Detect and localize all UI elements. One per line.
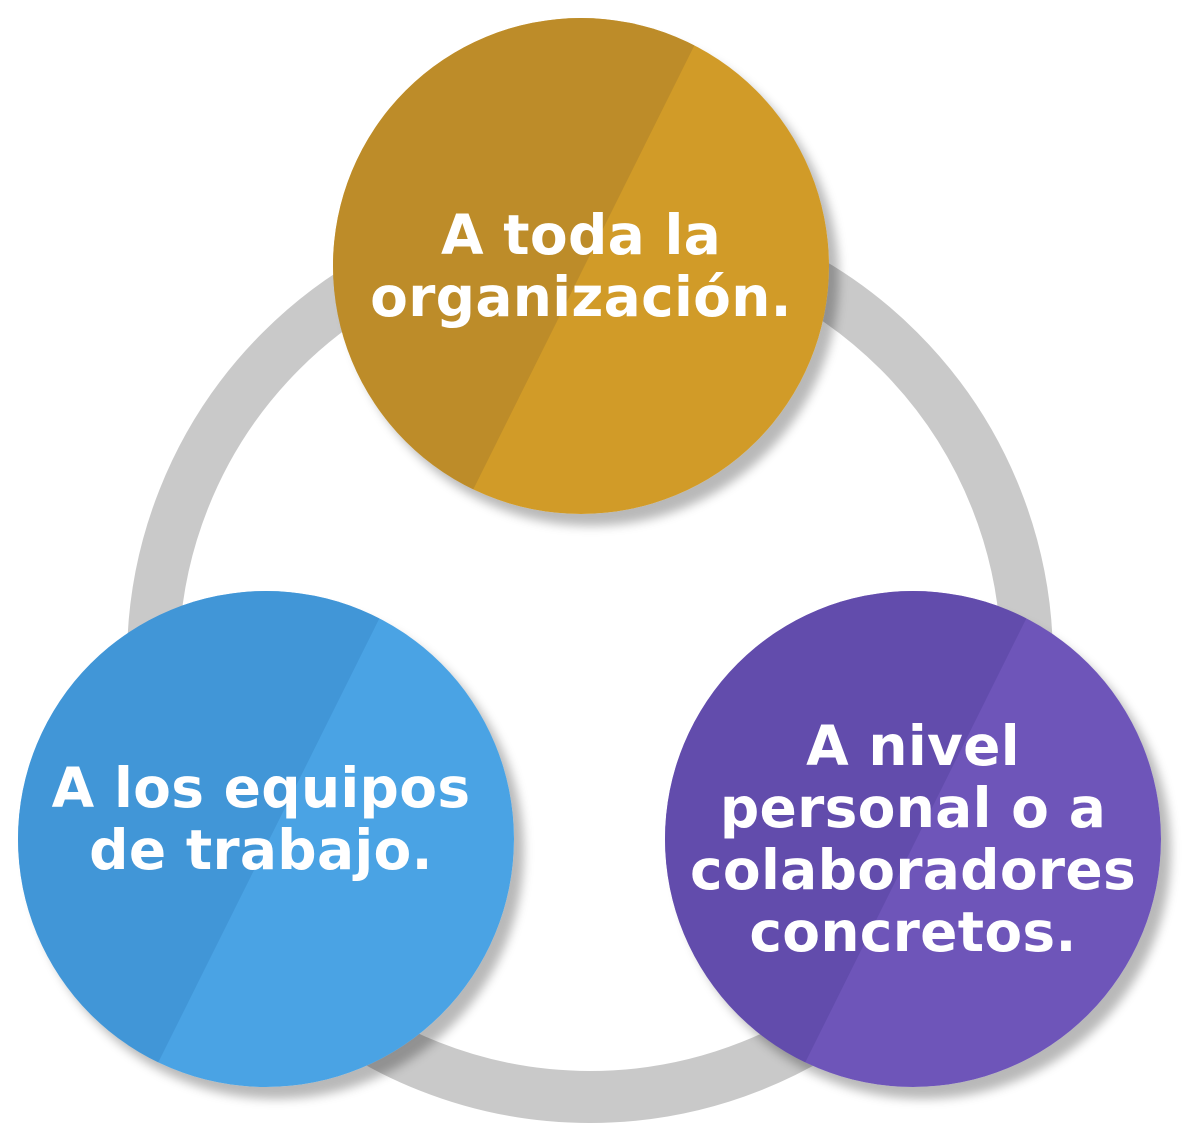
node-shading [333, 18, 829, 514]
node-label: A nivel personal o a colaboradores concr… [690, 714, 1136, 964]
node-shading [665, 591, 1161, 1087]
node-label: A toda la organización. [370, 203, 792, 329]
cycle-node-organization: A toda la organización. [333, 18, 829, 514]
node-label: A los equipos de trabajo. [51, 756, 471, 882]
cycle-node-personal: A nivel personal o a colaboradores concr… [665, 591, 1161, 1087]
node-shading [18, 591, 514, 1087]
cycle-node-teams: A los equipos de trabajo. [18, 591, 514, 1087]
